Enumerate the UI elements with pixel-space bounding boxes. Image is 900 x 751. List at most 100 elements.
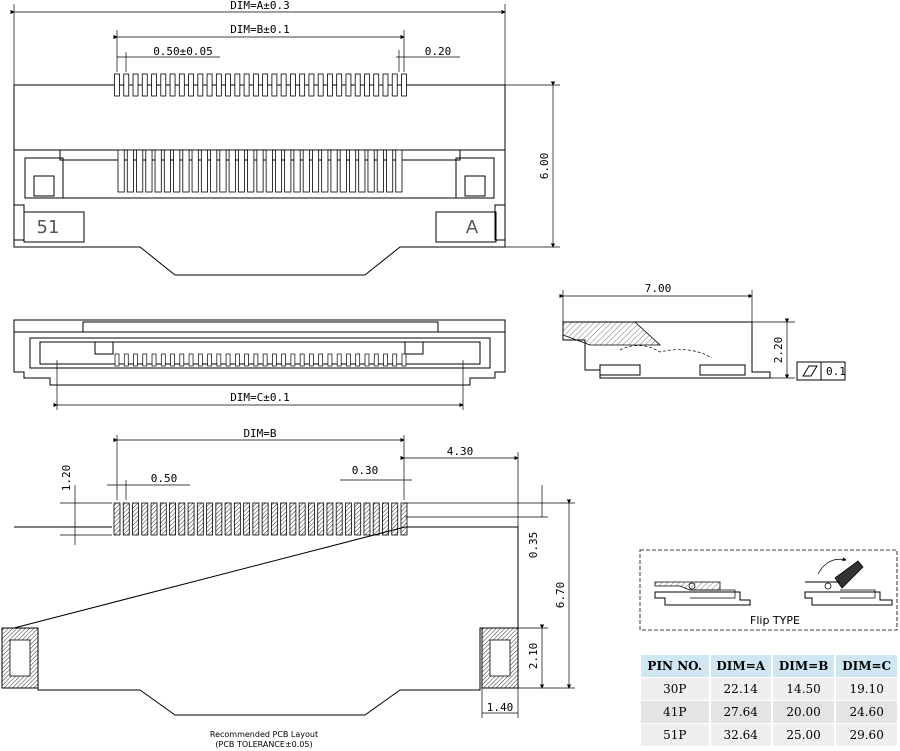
contact-pin [308, 73, 315, 97]
contact-pin [252, 73, 259, 97]
contact-slot [376, 149, 384, 193]
front-pin [355, 353, 361, 367]
contact-pin [290, 73, 296, 97]
pcb-pad [335, 502, 343, 536]
pcb-total-height-label: 6.70 [554, 582, 567, 609]
contact-pin [215, 73, 222, 97]
cell-dim-a: 32.64 [709, 723, 773, 746]
dim-b-label: DIM=B±0.1 [230, 23, 290, 36]
pcb-layout: DIM=B 4.30 1.20 0.50 0.30 0.35 6.70 2.10 [1, 427, 575, 749]
flip-type-label: Flip TYPE [750, 614, 800, 627]
contact-slot [200, 149, 208, 193]
pcb-pad [233, 502, 241, 536]
front-pin [179, 353, 185, 367]
table-header-row: PIN NO. DIM=A DIM=B DIM=C [641, 655, 899, 678]
cell-dim-c: 19.10 [835, 677, 899, 701]
pcb-pad [354, 502, 362, 536]
contact-slot [358, 149, 366, 193]
front-pin [225, 353, 231, 367]
front-pin [401, 353, 407, 367]
pcb-pad [391, 502, 399, 536]
contact-slot [136, 149, 144, 193]
contact-slot [219, 149, 227, 193]
front-pin [123, 353, 129, 367]
cell-pin: 30P [641, 677, 711, 701]
dim-c-label: DIM=C±0.1 [230, 391, 290, 404]
front-pin [133, 353, 138, 367]
height-label: 6.00 [538, 153, 551, 180]
side-height-label: 2.20 [772, 337, 785, 364]
contact-pin [178, 73, 185, 97]
front-pin [373, 353, 379, 367]
dimension-table: PIN NO. DIM=A DIM=B DIM=C 30P 22.14 14.5… [641, 655, 899, 746]
pcb-pad [122, 502, 130, 536]
top-view: DIM=A±0.3 DIM=B±0.1 0.50±0.05 0.20 6.00 [10, 0, 560, 276]
pcb-pad [382, 502, 389, 536]
pitch-label: 0.50±0.05 [153, 45, 213, 58]
pcb-pad [132, 502, 139, 536]
front-pin [151, 353, 157, 367]
contact-slot [247, 149, 255, 193]
front-pin [160, 353, 166, 367]
front-pin [318, 353, 324, 367]
front-pin [299, 353, 305, 367]
contact-pin [364, 73, 370, 97]
front-pin [170, 353, 175, 367]
contact-pin [382, 73, 389, 97]
pcb-caption-line2: (PCB TOLERANCE±0.05) [215, 740, 312, 749]
front-pin [281, 353, 286, 367]
contact-slot [349, 149, 357, 193]
contact-slot [312, 149, 320, 193]
pcb-pad [372, 502, 380, 536]
contact-pin [299, 73, 306, 97]
header-dim-b: DIM=B [771, 655, 837, 678]
contact-slot [330, 149, 338, 193]
contact-slot [145, 149, 153, 193]
pcb-pad [169, 502, 176, 536]
front-pin [188, 353, 194, 367]
contact-slot [265, 149, 273, 193]
pcb-pad [261, 502, 269, 536]
contact-pin [225, 73, 231, 97]
contact-pin [114, 73, 120, 97]
pcb-pad [113, 502, 121, 536]
contact-pin [262, 73, 269, 97]
front-pin [383, 353, 388, 367]
pin-width-label: 0.20 [425, 45, 452, 58]
pcb-pad [308, 502, 315, 536]
contact-pin [271, 73, 278, 97]
pcb-pad [298, 502, 306, 536]
contact-slot [274, 149, 283, 193]
front-pin [392, 353, 398, 367]
cell-pin: 51P [641, 723, 711, 746]
contact-pin [197, 73, 204, 97]
mark-left: 51 [37, 217, 60, 238]
contact-pin [151, 73, 157, 97]
pcb-caption-line1: Recommended PCB Layout [210, 730, 318, 739]
contact-pin [188, 73, 194, 97]
front-pin [336, 353, 342, 367]
pcb-pad-width-label: 0.30 [352, 464, 379, 477]
contact-pin [123, 73, 130, 97]
contact-slot [228, 149, 236, 193]
contact-pin [336, 73, 343, 97]
table-row: 51P 32.64 25.00 29.60 [641, 723, 899, 746]
cell-dim-c: 24.60 [835, 700, 899, 724]
pcb-pad [317, 502, 325, 536]
front-pin [244, 353, 249, 367]
contact-slot [163, 149, 171, 193]
side-view: 7.00 2.20 0.1 [559, 282, 846, 381]
pcb-pad [400, 502, 408, 536]
contact-pin [345, 73, 352, 97]
contact-slot [367, 149, 375, 193]
front-pin [272, 353, 277, 367]
cell-dim-b: 20.00 [771, 700, 837, 724]
table-row: 41P 27.64 20.00 24.60 [641, 700, 899, 724]
header-pin-no: PIN NO. [641, 655, 711, 678]
contact-slot [339, 149, 347, 193]
contact-pin [160, 73, 167, 97]
contact-slot [117, 149, 125, 193]
contact-pin [373, 73, 380, 97]
front-pin [290, 353, 296, 367]
contact-pin [141, 73, 148, 97]
